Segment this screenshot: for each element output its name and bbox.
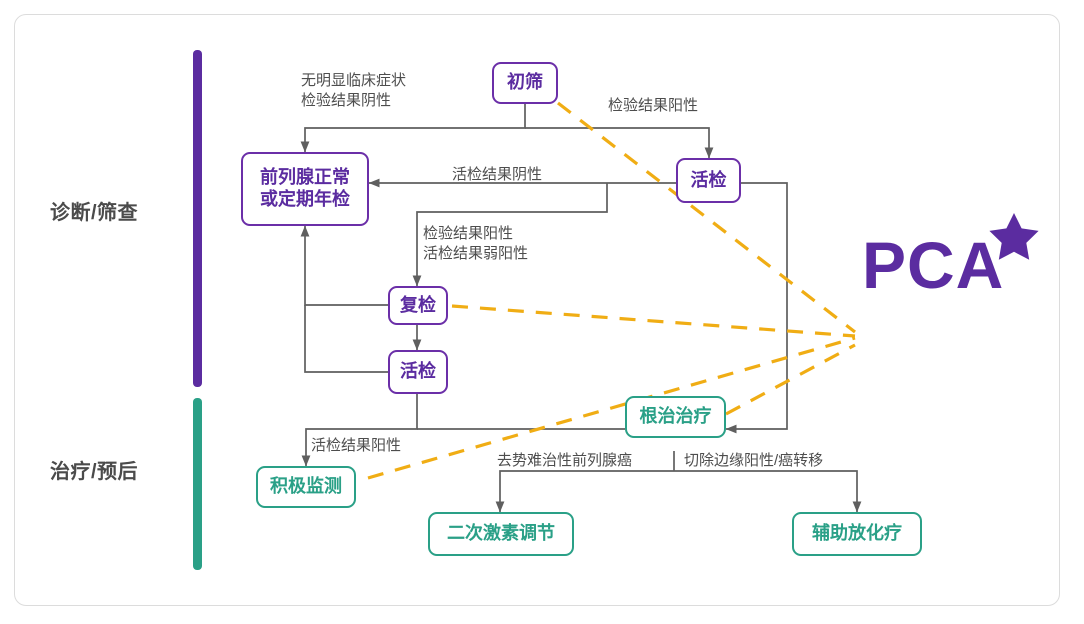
node-biopsy-top[interactable]: 活检 bbox=[676, 158, 741, 203]
node-screening[interactable]: 初筛 bbox=[492, 62, 558, 104]
edge-radical-to-hormone bbox=[495, 470, 674, 513]
diagram-frame bbox=[14, 14, 1060, 606]
node-normal-or-annual[interactable]: 前列腺正常 或定期年检 bbox=[241, 152, 369, 226]
edge-label-test-positive: 检验结果阳性 bbox=[608, 97, 699, 114]
star-icon bbox=[989, 213, 1039, 260]
edge-biopsy-to-retest bbox=[412, 183, 608, 287]
pca-logo: PCA bbox=[862, 213, 1039, 302]
phase-bar-treatment bbox=[193, 398, 202, 570]
edge-screening-to-biopsy bbox=[525, 127, 714, 159]
phase-bar-diagnosis bbox=[193, 50, 202, 387]
node-retest[interactable]: 复检 bbox=[388, 286, 448, 325]
node-radical-therapy[interactable]: 根治治疗 bbox=[625, 396, 726, 438]
edge-biopsy2-to-surveillance bbox=[301, 394, 418, 467]
edge-radical-to-chemoradio bbox=[674, 470, 862, 513]
pca-link-from-screening bbox=[557, 101, 856, 334]
edge-biopsy2-feedback bbox=[304, 305, 388, 373]
edge-label-no-symptoms-negative: 无明显临床症状 检验结果阴性 bbox=[301, 72, 407, 110]
node-active-surveillance[interactable]: 积极监测 bbox=[256, 466, 356, 508]
node-second-hormone[interactable]: 二次激素调节 bbox=[428, 512, 574, 556]
node-biopsy-second[interactable]: 活检 bbox=[388, 350, 448, 394]
edge-retest-feedback bbox=[300, 225, 388, 306]
pca-link-from-surveillance bbox=[367, 336, 856, 480]
edge-label-biopsy-positive: 活检结果阳性 bbox=[311, 437, 402, 454]
pca-link-from-retest bbox=[451, 304, 856, 338]
node-adjuvant-chemoradio[interactable]: 辅助放化疗 bbox=[792, 512, 922, 556]
pca-logo-text: PCA bbox=[862, 228, 1005, 302]
edge-label-test-pos-biopsy-weak: 检验结果阳性 活检结果弱阳性 bbox=[423, 225, 529, 263]
edge-screening-to-normal bbox=[300, 104, 526, 153]
edge-biopsy-to-radical bbox=[725, 182, 788, 434]
edge-label-biopsy-negative: 活检结果阴性 bbox=[452, 166, 543, 183]
pca-link-from-radical bbox=[725, 343, 856, 416]
edge-label-margin-positive: 切除边缘阳性/癌转移 bbox=[684, 452, 824, 469]
phase-label-treatment: 治疗/预后 bbox=[50, 461, 139, 483]
phase-label-diagnosis: 诊断/筛查 bbox=[50, 202, 139, 224]
edge-label-castration-resistant: 去势难治性前列腺癌 bbox=[497, 452, 633, 469]
